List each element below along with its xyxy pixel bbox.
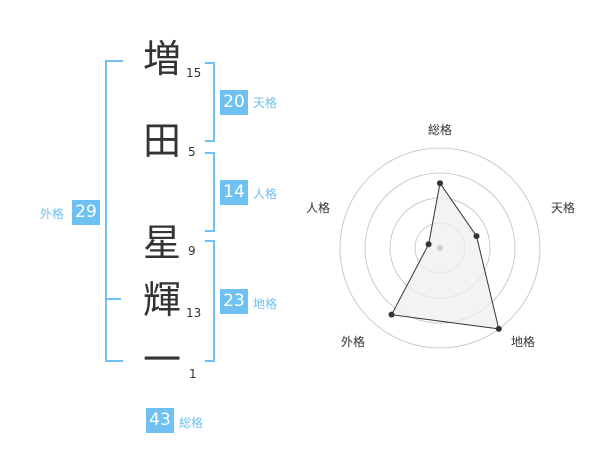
chikaku-score: 23 [220, 289, 248, 314]
jinkaku-score: 14 [220, 180, 248, 205]
tenkaku-bracket [205, 62, 215, 142]
stroke-count-5: 1 [189, 367, 197, 381]
radar-point-3 [495, 325, 502, 332]
jinkaku-label: 人格 [253, 187, 278, 201]
stroke-count-4: 13 [186, 306, 202, 320]
name-char-2: 田 [142, 119, 181, 163]
tenkaku-label: 天格 [253, 96, 278, 110]
radar-ring [414, 222, 466, 274]
radar-point-5 [425, 241, 432, 248]
radar-polygon [390, 181, 500, 330]
jinkaku-bracket [205, 152, 215, 232]
name-char-3: 星 [142, 221, 181, 265]
gaikaku-label: 外格 [40, 207, 65, 221]
chikaku-label: 地格 [253, 297, 278, 311]
radar-label-soukaku: 総格 [428, 122, 452, 137]
radar-label-chikaku: 地格 [511, 334, 535, 349]
chikaku-bracket [205, 240, 215, 362]
radar-point-2 [473, 233, 480, 240]
radar-label-jinkaku: 人格 [306, 200, 330, 215]
radar-ring [364, 172, 516, 324]
stroke-count-1: 15 [186, 66, 202, 80]
name-char-1: 増 [142, 37, 181, 81]
tenkaku-score: 20 [220, 90, 248, 115]
soukaku-label: 総格 [179, 416, 204, 430]
radar-point-4 [388, 311, 395, 318]
stroke-count-3: 9 [188, 244, 196, 258]
radar-label-tenkaku: 天格 [551, 200, 575, 215]
radar-center-point [437, 245, 443, 251]
radar-ring [339, 147, 541, 349]
stroke-count-2: 5 [188, 145, 196, 159]
name-char-5: 一 [142, 338, 181, 382]
gaikaku-bracket [105, 60, 123, 362]
radar-point-1 [437, 180, 443, 187]
soukaku-score: 43 [146, 408, 174, 433]
radar-ring [389, 197, 491, 299]
gaikaku-bracket-tick [105, 298, 121, 300]
gaikaku-score: 29 [72, 200, 100, 225]
name-char-4: 輝 [142, 278, 181, 322]
radar-label-gaikaku: 外格 [341, 334, 365, 349]
